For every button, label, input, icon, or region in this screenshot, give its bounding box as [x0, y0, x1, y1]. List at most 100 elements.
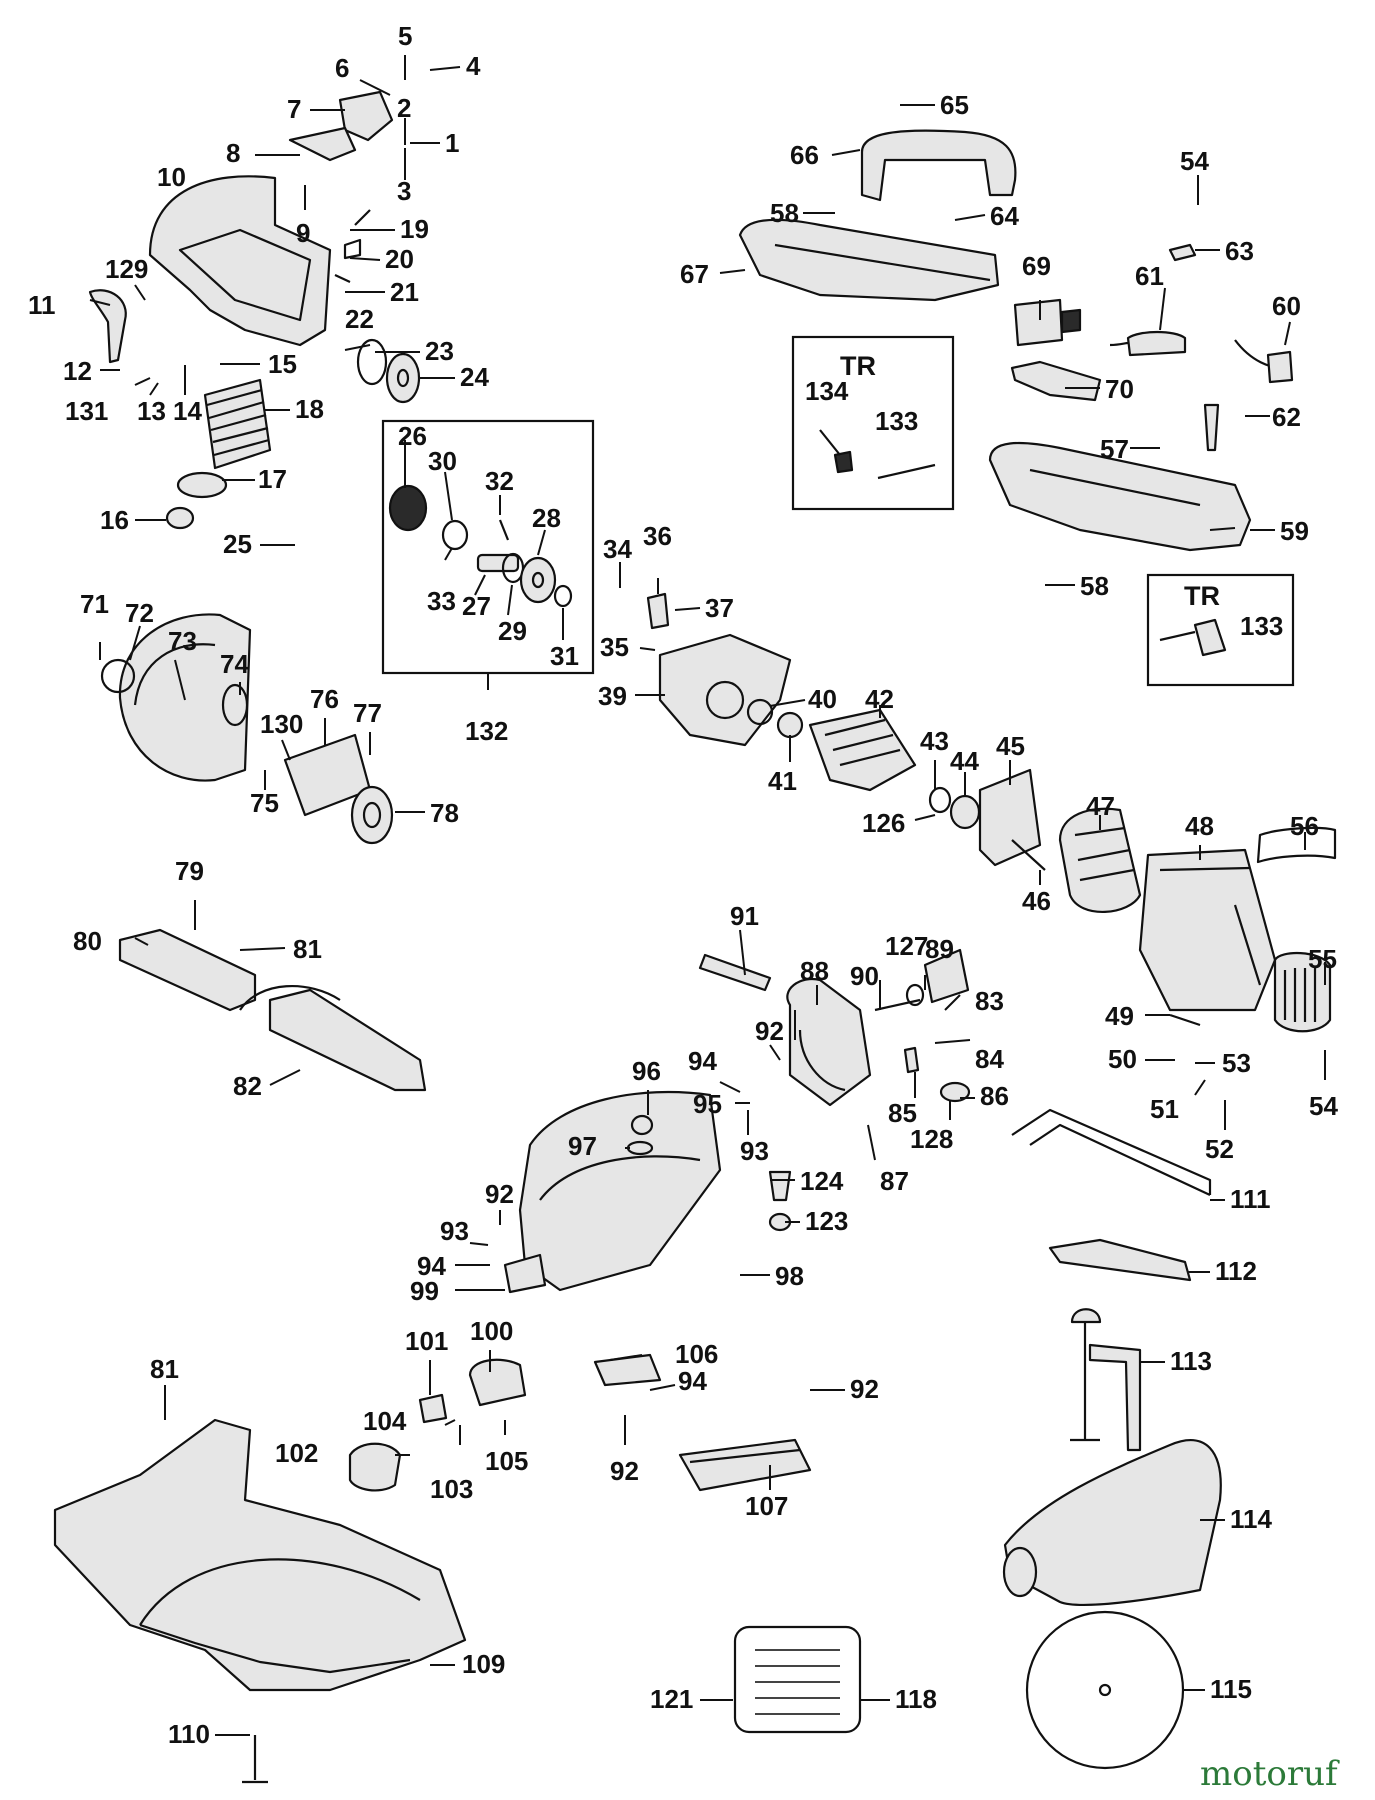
callout-73: 73 [168, 626, 197, 656]
callout-61: 61 [1135, 261, 1164, 291]
callout-54-top: 54 [1180, 146, 1209, 176]
callout-22: 22 [345, 304, 374, 334]
callout-17: 17 [258, 464, 287, 494]
box-tr-top [791, 335, 955, 511]
callout-76: 76 [310, 684, 339, 714]
callout-33: 33 [427, 586, 456, 616]
callout-81: 81 [293, 934, 322, 964]
callout-20: 20 [385, 244, 414, 274]
callout-7: 7 [287, 94, 301, 124]
callout-128: 128 [910, 1124, 953, 1154]
callout-59: 59 [1280, 516, 1309, 546]
callout-78: 78 [430, 798, 459, 828]
callout-97: 97 [568, 1131, 597, 1161]
callout-30: 30 [428, 446, 457, 476]
callout-88: 88 [800, 956, 829, 986]
callout-118: 118 [895, 1684, 937, 1714]
callout-90: 90 [850, 961, 879, 991]
callout-2: 2 [397, 93, 411, 123]
callout-6: 6 [335, 53, 349, 83]
callout-26: 26 [398, 421, 427, 451]
detail-boxes: TR TR [381, 335, 1295, 687]
callout-28: 28 [532, 503, 561, 533]
callout-85: 85 [888, 1098, 917, 1128]
callout-82: 82 [233, 1071, 262, 1101]
callout-15: 15 [268, 349, 297, 379]
callout-54: 54 [1309, 1091, 1338, 1121]
box-tr-bottom [1146, 573, 1295, 687]
callout-94-b: 94 [417, 1251, 446, 1281]
callout-48: 48 [1185, 811, 1214, 841]
callout-4: 4 [466, 51, 481, 81]
callout-94: 94 [688, 1046, 717, 1076]
box-tr-top-title: TR [840, 351, 876, 381]
callout-11: 11 [28, 290, 56, 320]
callout-45: 45 [996, 731, 1025, 761]
callout-100: 100 [470, 1316, 513, 1346]
callout-10: 10 [157, 162, 186, 192]
callout-99: 99 [410, 1276, 439, 1306]
callout-105: 105 [485, 1446, 528, 1476]
callout-41: 41 [768, 766, 797, 796]
callout-71: 71 [80, 589, 109, 619]
callout-104: 104 [363, 1406, 407, 1436]
callout-92-b: 92 [485, 1179, 514, 1209]
callout-113: 113 [1170, 1346, 1212, 1376]
callout-79: 79 [175, 856, 204, 886]
callout-65: 65 [940, 90, 969, 120]
callout-123: 123 [805, 1206, 848, 1236]
callout-36: 36 [643, 521, 672, 551]
callout-53: 53 [1222, 1048, 1251, 1078]
callout-35: 35 [600, 632, 629, 662]
callout-84: 84 [975, 1044, 1004, 1074]
callout-32: 32 [485, 466, 514, 496]
callout-98: 98 [775, 1261, 804, 1291]
callout-107: 107 [745, 1491, 788, 1521]
callout-70: 70 [1105, 374, 1134, 404]
callout-67: 67 [680, 259, 709, 289]
callout-34: 34 [603, 534, 632, 564]
callout-37: 37 [705, 593, 734, 623]
callout-89: 89 [925, 934, 954, 964]
callout-60: 60 [1272, 291, 1301, 321]
callout-56: 56 [1290, 811, 1319, 841]
callout-12: 12 [63, 356, 92, 386]
callout-51: 51 [1150, 1094, 1179, 1124]
callout-95: 95 [693, 1089, 722, 1119]
watermark-brand: motoruf [1200, 1754, 1340, 1794]
callout-91: 91 [730, 901, 759, 931]
callout-77: 77 [353, 698, 382, 728]
callout-25: 25 [223, 529, 252, 559]
callout-110: 110 [168, 1719, 210, 1749]
callout-102: 102 [275, 1438, 318, 1468]
callout-72: 72 [125, 598, 154, 628]
callout-44: 44 [950, 746, 979, 776]
callout-74: 74 [220, 649, 249, 679]
callout-112: 112 [1215, 1256, 1257, 1286]
callout-87: 87 [880, 1166, 909, 1196]
callout-132: 132 [465, 716, 508, 746]
callout-labels: 1 2 3 4 5 6 7 8 9 10 11 12 13 14 15 16 1… [28, 21, 1338, 1749]
callout-133-tr2: 133 [1240, 611, 1283, 641]
callout-23: 23 [425, 336, 454, 366]
callout-96: 96 [632, 1056, 661, 1086]
callout-126: 126 [862, 808, 905, 838]
callout-16: 16 [100, 505, 129, 535]
callout-3: 3 [397, 176, 411, 206]
part-drawings [53, 90, 1337, 1784]
callout-121: 121 [650, 1684, 693, 1714]
callout-31: 31 [550, 641, 579, 671]
callout-62: 62 [1272, 402, 1301, 432]
leader-lines [89, 55, 1326, 1736]
callout-69: 69 [1022, 251, 1051, 281]
callout-93-b: 93 [440, 1216, 469, 1246]
callout-40: 40 [808, 684, 837, 714]
callout-27: 27 [462, 591, 491, 621]
callout-52: 52 [1205, 1134, 1234, 1164]
callout-103: 103 [430, 1474, 473, 1504]
callout-80: 80 [73, 926, 102, 956]
callout-92: 92 [755, 1016, 784, 1046]
callout-101: 101 [405, 1326, 448, 1356]
callout-55: 55 [1308, 944, 1337, 974]
